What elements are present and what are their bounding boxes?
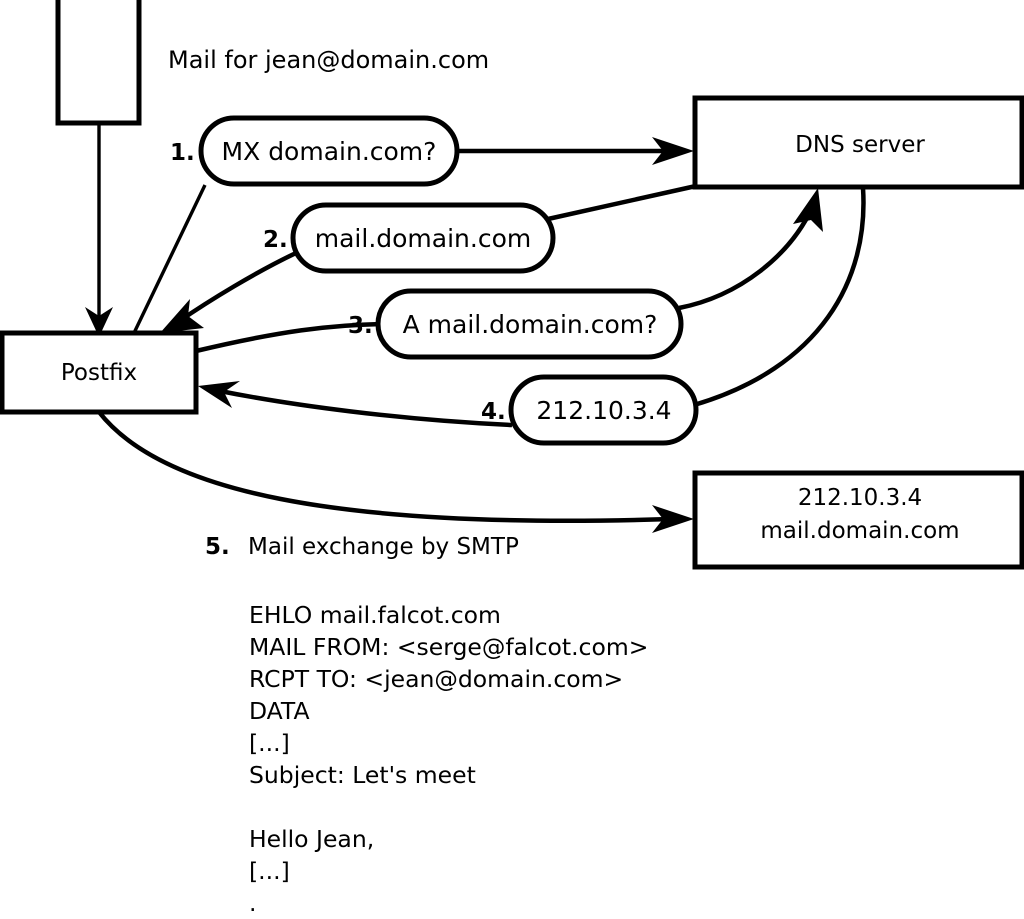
step-4-label: 212.10.3.4 — [536, 396, 671, 425]
transcript-line-0: EHLO mail.falcot.com — [249, 601, 501, 629]
transcript-line-10: . — [249, 889, 256, 917]
transcript-line-3: DATA — [249, 697, 310, 725]
smtp-transcript: EHLO mail.falcot.com MAIL FROM: <serge@f… — [249, 601, 648, 917]
target-server-hostname: mail.domain.com — [760, 518, 959, 544]
step-4-number: 4. — [481, 399, 506, 425]
step-3-number: 3. — [348, 313, 373, 339]
step-3-bubble: A mail.domain.com? — [375, 288, 684, 360]
transcript-line-2: RCPT TO: <jean@domain.com> — [249, 665, 623, 693]
transcript-line-1: MAIL FROM: <serge@falcot.com> — [249, 633, 648, 661]
transcript-line-4: [...] — [249, 729, 290, 757]
step-1-label: MX domain.com? — [222, 137, 437, 166]
transcript-line-7: Hello Jean, — [249, 825, 374, 853]
step-2-number: 2. — [263, 227, 288, 253]
edge-bubble1-to-postfix — [132, 184, 207, 334]
sender-box — [55, 0, 142, 126]
edge-dns-to-bubble4 — [693, 187, 866, 408]
step-1-bubble: MX domain.com? — [198, 115, 460, 187]
postfix-label: Postfix — [61, 360, 137, 386]
step-2-bubble: mail.domain.com — [290, 202, 556, 274]
edge-sender-to-postfix — [85, 123, 113, 358]
transcript-line-8: [...] — [249, 857, 290, 885]
dns-server-node: DNS server — [692, 95, 1024, 190]
step-3-label: A mail.domain.com? — [403, 310, 658, 339]
edge-dns-to-bubble2 — [547, 183, 697, 222]
step-5-number: 5. — [205, 534, 230, 560]
edge-bubble3-to-dns — [678, 188, 823, 311]
target-server-ip: 212.10.3.4 — [798, 485, 922, 511]
edge-bubble1-to-dns — [456, 137, 694, 165]
edge-postfix-to-target — [97, 410, 694, 533]
step-5-label: Mail exchange by SMTP — [248, 534, 519, 560]
transcript-line-5: Subject: Let's meet — [249, 761, 476, 789]
target-server-node: 212.10.3.4 mail.domain.com — [692, 470, 1024, 570]
edge-bubble4-to-postfix — [198, 381, 513, 428]
step-1-number: 1. — [170, 140, 195, 166]
postfix-node: Postfix — [0, 330, 199, 415]
edge-bubble2-to-postfix — [160, 250, 297, 333]
dns-server-label: DNS server — [795, 132, 925, 158]
step-2-label: mail.domain.com — [315, 224, 531, 253]
edge-postfix-to-bubble3 — [195, 321, 383, 354]
page-title: Mail for jean@domain.com — [168, 46, 489, 74]
step-4-bubble: 212.10.3.4 — [508, 374, 699, 446]
